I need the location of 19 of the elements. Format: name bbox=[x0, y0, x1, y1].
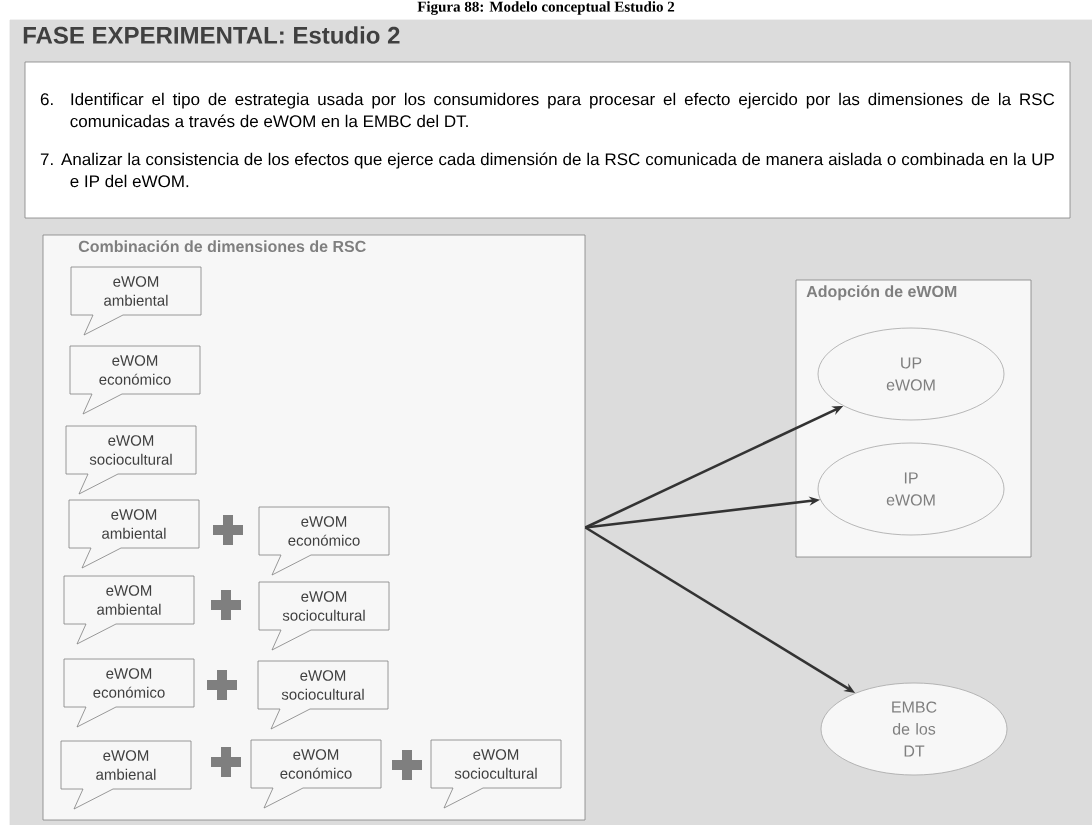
heading: FASE EXPERIMENTAL: Estudio 2 bbox=[23, 26, 400, 44]
speech-bubble: eWOM ambiental bbox=[70, 266, 202, 336]
speech-bubble: eWOM económico bbox=[69, 345, 201, 415]
speech-bubble: eWOM sociocultural bbox=[258, 581, 390, 651]
speech-bubble: eWOM ambiental bbox=[63, 575, 195, 645]
heading: Combinación de dimensiones de RSC bbox=[78, 240, 366, 253]
speech-bubble: eWOM sociocultural bbox=[257, 660, 389, 730]
speech-bubble: eWOM ambienal bbox=[60, 740, 192, 810]
speech-bubble: eWOM económico bbox=[63, 658, 195, 728]
heading: Adopción de eWOM bbox=[806, 285, 957, 301]
speech-bubble: eWOM sociocultural bbox=[65, 425, 197, 495]
speech-bubble: eWOM económico bbox=[258, 506, 390, 576]
objective-text: 6. Identificar el tipo de estrategia usada por los consumidores para procesar el efecto ejercido por las dimensiones de la RSC comunicadas a través de eWOM en la EMBC del DT. bbox=[40, 92, 1055, 128]
speech-bubble: eWOM ambiental bbox=[68, 499, 200, 569]
speech-bubble: eWOM económico bbox=[250, 739, 382, 809]
objectives-box bbox=[24, 61, 1071, 219]
speech-bubble: eWOM sociocultural bbox=[430, 739, 562, 809]
figure-title: Figura 88: Modelo conceptual Estudio 2 bbox=[417, 1, 675, 15]
objective-text: 7. Analizar la consistencia de los efectos que ejerce cada dimensión de la RSC comunicada de manera aislada o combinada en la UP e IP del eWOM. bbox=[40, 152, 1054, 188]
